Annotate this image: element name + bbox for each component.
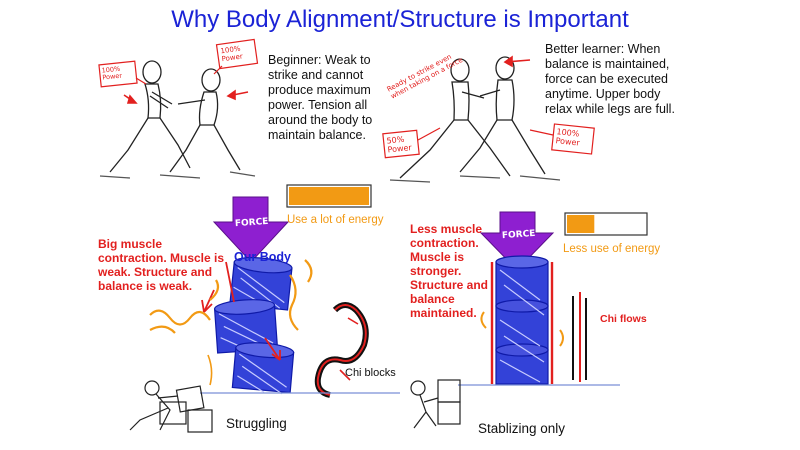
beginner-fighters-sketch (99, 60, 256, 179)
our-body-label: Our Body (234, 250, 291, 264)
stabilizing-figure-sketch (410, 379, 461, 429)
power-tag-right-a (382, 127, 441, 159)
caption-stabilizing: Stablizing only (478, 421, 566, 436)
force-arrow-right (479, 211, 555, 271)
energy-label-right: Less use of energy (563, 243, 661, 255)
power-tag-left-b (213, 38, 259, 75)
force-label-right: FORCE (501, 228, 536, 242)
energy-bar-left-fill (289, 187, 369, 205)
squiggles-right (480, 311, 564, 347)
chi-blocks-path (314, 302, 369, 398)
energy-bar-right (564, 212, 648, 236)
energy-bar-left (286, 184, 372, 208)
power-tag-right-b (529, 123, 595, 155)
body-cylinders-aligned (490, 255, 554, 385)
energy-label-left: Use a lot of energy (287, 214, 384, 226)
better-learner-description: Better learner: When balance is maintain… (545, 42, 675, 116)
force-arrow-right-top (503, 55, 531, 68)
caption-struggling: Struggling (226, 416, 287, 431)
page-title: Why Body Alignment/Structure is Importan… (171, 6, 629, 33)
muscle-description-left: Big muscle contraction. Muscle is weak. … (98, 237, 225, 293)
squiggles-left (149, 259, 313, 386)
muscle-description-right: Less muscle contraction. Muscle is stron… (410, 222, 489, 320)
struggling-figure-sketch (129, 380, 213, 433)
chi-flows-label: Chi flows (600, 313, 647, 325)
strain-marks-left (201, 261, 281, 361)
beginner-description: Beginner: Weak to strike and cannot prod… (268, 53, 373, 142)
chi-flows-lines (572, 292, 587, 382)
energy-bar-right-fill (567, 215, 595, 233)
force-arrows-left (123, 89, 249, 104)
force-label-left: FORCE (234, 216, 269, 230)
chi-blocks-label: Chi blocks (345, 367, 396, 379)
power-tag-right-b-text: 100% Power (555, 127, 581, 148)
power-tag-left-a (98, 60, 147, 88)
better-fighters-sketch (389, 56, 561, 183)
force-arrow-left (212, 196, 290, 263)
